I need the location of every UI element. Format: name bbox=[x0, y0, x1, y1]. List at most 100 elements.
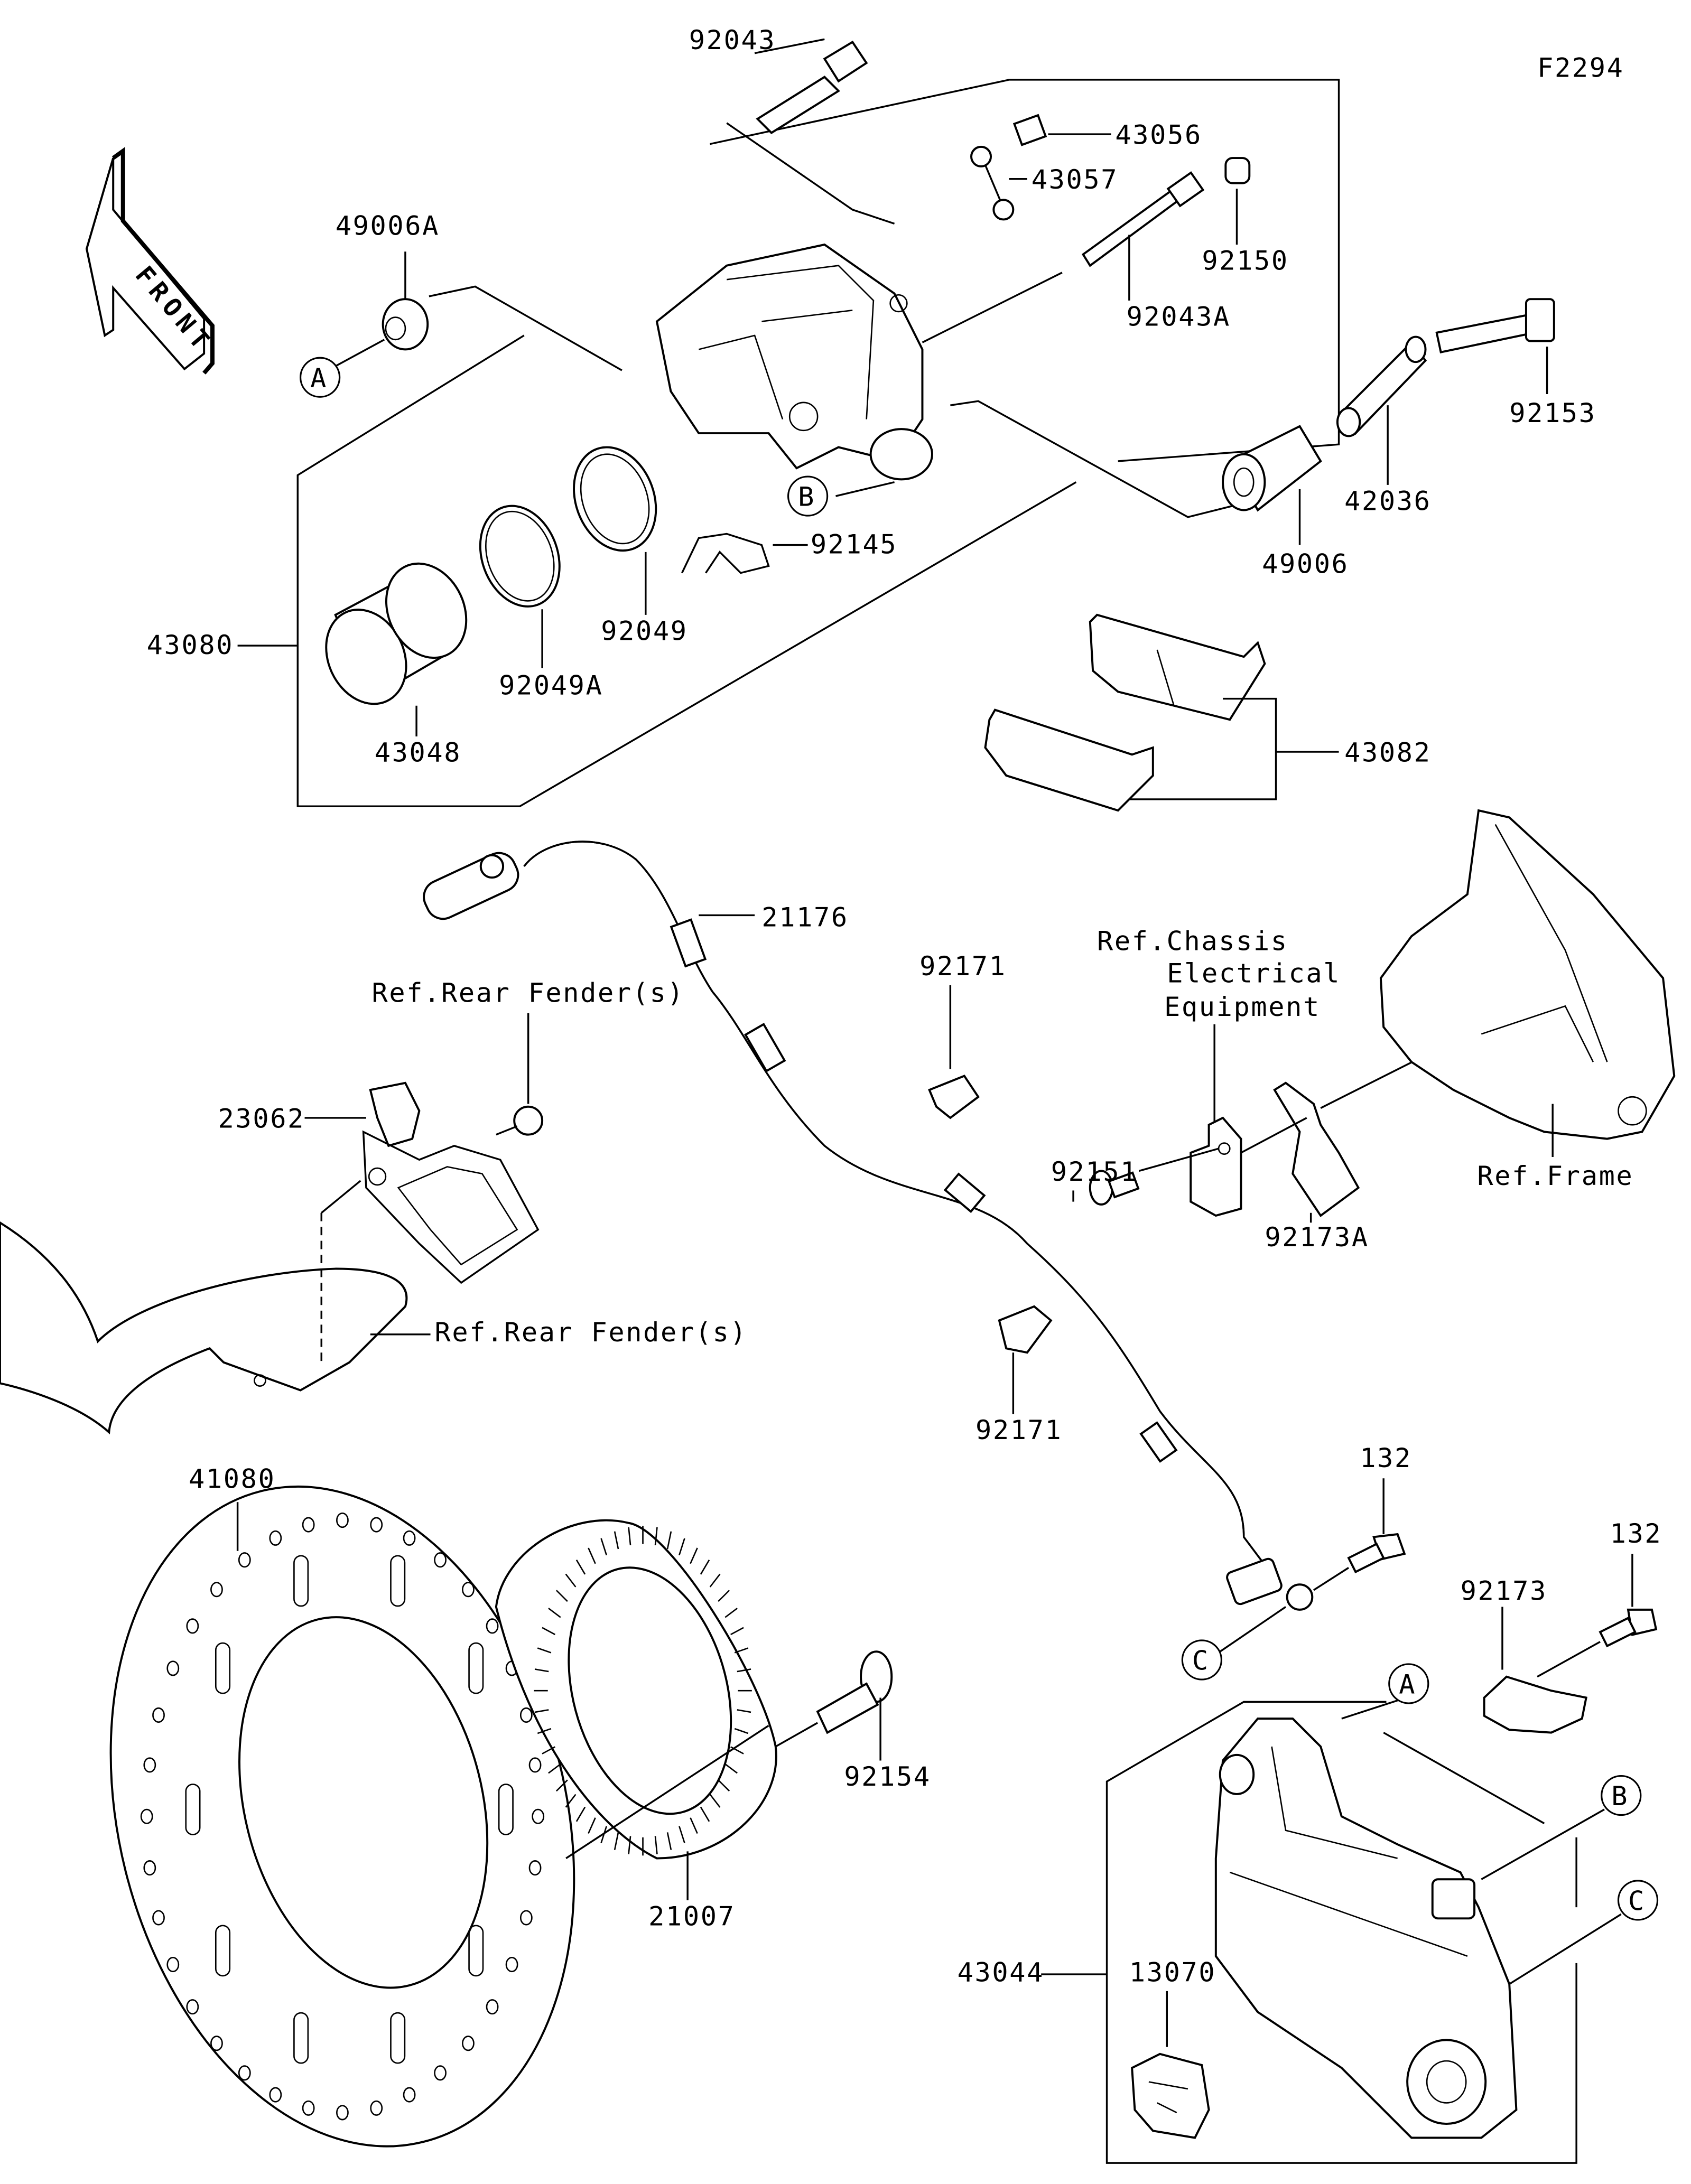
part-92171-clamp-lower bbox=[998, 1305, 1053, 1414]
abs-rotor-tooth bbox=[700, 1559, 710, 1575]
part-43056-bleeder bbox=[1012, 114, 1111, 146]
disc-hole bbox=[528, 1860, 542, 1876]
abs-rotor-tooth bbox=[548, 1608, 561, 1618]
disc-hole bbox=[519, 1910, 533, 1926]
disc-hole bbox=[403, 2087, 416, 2103]
abs-rotor-tooth bbox=[709, 1794, 721, 1808]
caliper-body bbox=[655, 243, 933, 481]
disc-hole bbox=[302, 1517, 315, 1533]
disc-hole bbox=[210, 2036, 223, 2051]
abs-rotor-tooth bbox=[537, 1647, 552, 1654]
abs-rotor-tooth bbox=[600, 1538, 607, 1556]
disc-hole bbox=[370, 1517, 383, 1533]
abs-rotor-tooth bbox=[718, 1590, 730, 1602]
label-92171-lower: 92171 bbox=[975, 1414, 1062, 1445]
ref-rear-fender-lower: Ref.Rear Fender(s) bbox=[434, 1317, 747, 1348]
label-43080: 43080 bbox=[147, 629, 234, 660]
abs-rotor-tooth bbox=[555, 1590, 568, 1602]
disc-hole bbox=[462, 2036, 475, 2051]
part-43048-piston bbox=[325, 562, 468, 736]
svg-text:C: C bbox=[1628, 1885, 1646, 1916]
disc-slot bbox=[468, 1642, 484, 1694]
ref-frame: Ref.Frame bbox=[1477, 1160, 1633, 1191]
disc-hole bbox=[186, 1999, 199, 2015]
label-92151: 92151 bbox=[1051, 1156, 1138, 1187]
ref-chassis-electrical-line1: Ref.Chassis bbox=[1097, 926, 1288, 957]
label-43048: 43048 bbox=[375, 737, 461, 768]
disc-hole bbox=[269, 2087, 282, 2103]
disc-hole bbox=[238, 2065, 251, 2081]
abs-rotor-tooth bbox=[628, 1836, 631, 1854]
ref-chassis-electrical-line2: Electrical bbox=[1167, 957, 1341, 988]
disc-hole bbox=[152, 1910, 165, 1926]
part-23062-clamp bbox=[304, 1081, 540, 1284]
part-92154-bolt bbox=[775, 1650, 893, 1761]
part-92151-screw bbox=[1072, 1147, 1219, 1206]
label-92173A: 92173A bbox=[1265, 1221, 1369, 1253]
abs-rotor-tooth bbox=[555, 1779, 568, 1792]
abs-rotor-tooth bbox=[534, 1668, 549, 1673]
label-132-upper: 132 bbox=[1360, 1442, 1412, 1473]
disc-hole bbox=[186, 1618, 199, 1634]
abs-rotor-tooth bbox=[737, 1709, 751, 1713]
part-92043-bolt bbox=[754, 38, 868, 134]
label-92049: 92049 bbox=[601, 615, 687, 646]
disc-hole bbox=[152, 1707, 165, 1723]
abs-rotor-tooth bbox=[588, 1547, 596, 1564]
part-132-bolt-upper bbox=[1313, 1478, 1406, 1591]
label-41080: 41080 bbox=[189, 1463, 275, 1495]
abs-rotor-tooth bbox=[724, 1763, 738, 1774]
label-92173: 92173 bbox=[1461, 1575, 1547, 1606]
ref-rear-fender-upper: Ref.Rear Fender(s) bbox=[371, 977, 684, 1008]
abs-rotor-tooth bbox=[690, 1817, 698, 1834]
disc-hole bbox=[269, 1530, 282, 1546]
part-92145-spring bbox=[681, 533, 808, 574]
abs-rotor-tooth bbox=[734, 1728, 749, 1734]
marker-c-sensor: C bbox=[1181, 1639, 1222, 1681]
part-42036-sleeve bbox=[1336, 335, 1427, 485]
label-42036: 42036 bbox=[1344, 486, 1431, 517]
abs-rotor-tooth bbox=[628, 1527, 631, 1546]
abs-rotor-tooth bbox=[575, 1559, 586, 1575]
part-49006-boot bbox=[1222, 425, 1322, 545]
disc-hole bbox=[403, 1530, 416, 1546]
diagram-code: F2294 bbox=[1537, 52, 1624, 83]
part-92150-cap bbox=[1224, 157, 1251, 184]
disc-hole bbox=[143, 1757, 156, 1773]
label-92171-upper: 92171 bbox=[919, 950, 1006, 982]
abs-rotor-tooth bbox=[730, 1746, 744, 1754]
disc-hole bbox=[519, 1707, 533, 1723]
label-43082: 43082 bbox=[1344, 737, 1431, 768]
disc-hole bbox=[336, 1513, 349, 1528]
disc-slot bbox=[390, 2012, 406, 2064]
part-92049A-seal bbox=[479, 505, 561, 668]
caliper-bracket-outline bbox=[1041, 1701, 1577, 2164]
disc-hole bbox=[528, 1757, 542, 1773]
part-132-bolt-lower bbox=[1537, 1554, 1658, 1678]
disc-hole bbox=[336, 2105, 349, 2121]
abs-rotor-tooth bbox=[679, 1826, 685, 1843]
abs-rotor-tooth bbox=[700, 1806, 710, 1822]
disc-slot bbox=[390, 1555, 406, 1607]
abs-rotor-tooth bbox=[690, 1547, 698, 1564]
disc-hole bbox=[302, 2100, 315, 2116]
ref-chassis-electrical-line3: Equipment bbox=[1164, 991, 1321, 1022]
part-21007-abs-rotor bbox=[495, 1519, 777, 1900]
front-arrow-icon: FRONT bbox=[85, 147, 218, 375]
label-132-lower: 132 bbox=[1610, 1518, 1662, 1549]
abs-rotor-tooth bbox=[614, 1531, 619, 1550]
ref-frame-part bbox=[1379, 809, 1676, 1157]
disc-hole bbox=[434, 1552, 447, 1568]
marker-a-bracket: A bbox=[1388, 1663, 1429, 1704]
abs-rotor-tooth bbox=[537, 1728, 552, 1734]
abs-rotor-tooth bbox=[534, 1709, 549, 1713]
label-92150: 92150 bbox=[1202, 245, 1288, 276]
part-92153-bolt bbox=[1435, 298, 1555, 395]
label-21176: 21176 bbox=[761, 902, 848, 933]
part-92043A-pin bbox=[1081, 171, 1205, 301]
svg-text:A: A bbox=[310, 362, 328, 394]
abs-rotor-tooth bbox=[737, 1668, 751, 1673]
part-21176-abs-sensor-cable bbox=[423, 841, 1314, 1611]
disc-slot bbox=[215, 1925, 231, 1977]
